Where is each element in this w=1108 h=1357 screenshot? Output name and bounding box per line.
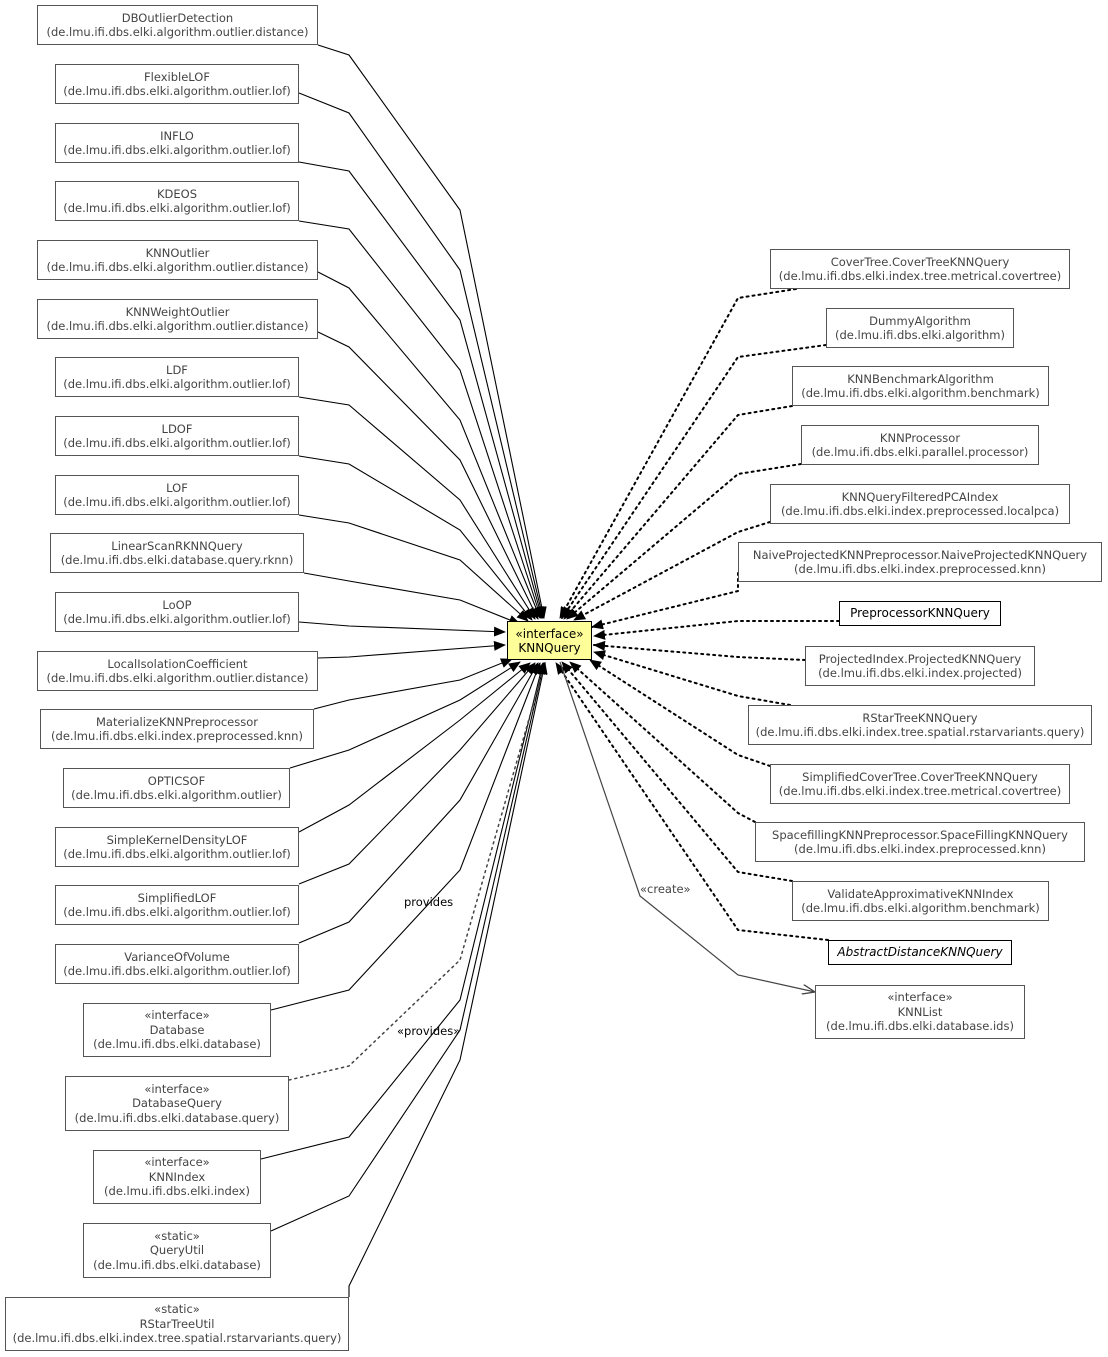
class-spacefillingknnquery[interactable]: SpacefillingKNNPreprocessor.SpaceFilling… xyxy=(755,822,1085,862)
uses-edge-7 xyxy=(298,455,533,621)
interface-database[interactable]: «interface»Database(de.lmu.ifi.dbs.elki.… xyxy=(83,1003,271,1057)
interface-knnlist[interactable]: «interface»KNNList(de.lmu.ifi.dbs.elki.d… xyxy=(815,985,1025,1039)
class-kdeos[interactable]: KDEOS(de.lmu.ifi.dbs.elki.algorithm.outl… xyxy=(55,181,299,221)
class-lof[interactable]: LOF(de.lmu.ifi.dbs.elki.algorithm.outlie… xyxy=(55,475,299,515)
implements-edge-7 xyxy=(593,640,806,661)
implements-edge-2 xyxy=(563,405,793,620)
class-materializeknnpreprocessor[interactable]: MaterializeKNNPreprocessor(de.lmu.ifi.db… xyxy=(40,709,314,749)
class-simplifiedlof[interactable]: SimplifiedLOF(de.lmu.ifi.dbs.elki.algori… xyxy=(55,885,299,925)
uses-edge-11 xyxy=(317,640,506,659)
class-ldof[interactable]: LDOF(de.lmu.ifi.dbs.elki.algorithm.outli… xyxy=(55,416,299,456)
class-knnprocessor[interactable]: KNNProcessor(de.lmu.ifi.dbs.elki.paralle… xyxy=(801,425,1039,465)
implements-edge-5 xyxy=(591,572,739,630)
uses-edge-9 xyxy=(303,572,521,625)
class-queryutil[interactable]: «static»QueryUtil(de.lmu.ifi.dbs.elki.da… xyxy=(83,1223,271,1278)
class-ldf[interactable]: LDF(de.lmu.ifi.dbs.elki.algorithm.outlie… xyxy=(55,357,299,397)
uses-edge-5 xyxy=(317,331,539,620)
class-simplifiedcovertree-covertreeknnquery[interactable]: SimplifiedCoverTree.CoverTreeKNNQuery(de… xyxy=(770,764,1070,804)
edge-label-create: «create» xyxy=(640,882,691,896)
implements-edge-4 xyxy=(573,521,771,621)
create-edge xyxy=(559,661,815,992)
uses-edge-19 xyxy=(270,662,547,1232)
class-knnweightoutlier[interactable]: KNNWeightOutlier(de.lmu.ifi.dbs.elki.alg… xyxy=(37,299,318,339)
edge-label-provides-stereotype: «provides» xyxy=(397,1024,461,1038)
class-dboutlierdetection[interactable]: DBOutlierDetection(de.lmu.ifi.dbs.elki.a… xyxy=(37,5,318,45)
uses-edge-4 xyxy=(317,271,541,619)
class-knnoutlier[interactable]: KNNOutlier(de.lmu.ifi.dbs.elki.algorithm… xyxy=(37,240,318,280)
class-naiveprojectedknnquery[interactable]: NaiveProjectedKNNPreprocessor.NaiveProje… xyxy=(738,542,1102,582)
class-dummyalgorithm[interactable]: DummyAlgorithm(de.lmu.ifi.dbs.elki.algor… xyxy=(826,308,1014,348)
implements-edge-12 xyxy=(555,662,829,941)
implements-edge-1 xyxy=(561,344,827,619)
uses-edge-10 xyxy=(298,621,506,637)
class-linearscanrknnquery[interactable]: LinearScanRKNNQuery(de.lmu.ifi.dbs.elki.… xyxy=(50,533,304,573)
class-preprocessorknnquery[interactable]: PreprocessorKNNQuery xyxy=(839,601,1001,626)
interface-knnquery[interactable]: «interface»KNNQuery xyxy=(507,621,592,660)
implements-edge-6 xyxy=(593,620,840,640)
class-covertree-covertreeknnquery[interactable]: CoverTree.CoverTreeKNNQuery(de.lmu.ifi.d… xyxy=(770,249,1070,289)
class-rstartreeknnquery[interactable]: RStarTreeKNNQuery(de.lmu.ifi.dbs.elki.in… xyxy=(748,705,1092,745)
class-rstartreeutil[interactable]: «static»RStarTreeUtil(de.lmu.ifi.dbs.elk… xyxy=(5,1297,349,1351)
uses-edge-15 xyxy=(298,662,536,885)
class-inflo[interactable]: INFLO(de.lmu.ifi.dbs.elki.algorithm.outl… xyxy=(55,123,299,163)
uses-edge-17 xyxy=(270,662,541,1011)
class-localisolationcoefficient[interactable]: LocalIsolationCoefficient(de.lmu.ifi.dbs… xyxy=(37,651,318,691)
interface-knnindex[interactable]: «interface»KNNIndex(de.lmu.ifi.dbs.elki.… xyxy=(93,1150,261,1204)
class-validateapproximativeknnindex[interactable]: ValidateApproximativeKNNIndex(de.lmu.ifi… xyxy=(792,881,1049,921)
uses-edge-0 xyxy=(317,44,547,619)
class-opticsof[interactable]: OPTICSOF(de.lmu.ifi.dbs.elki.algorithm.o… xyxy=(63,768,290,808)
implements-edge-11 xyxy=(561,661,793,882)
implements-edge-9 xyxy=(589,659,771,767)
provides-edge xyxy=(288,662,547,1081)
uses-edge-12 xyxy=(313,658,513,710)
implements-edge-10 xyxy=(569,661,756,823)
interface-databasequery[interactable]: «interface»DatabaseQuery(de.lmu.ifi.dbs.… xyxy=(65,1076,289,1131)
class-knnqueryfilteredpcaindex[interactable]: KNNQueryFilteredPCAIndex(de.lmu.ifi.dbs.… xyxy=(770,484,1070,524)
class-loop[interactable]: LoOP(de.lmu.ifi.dbs.elki.algorithm.outli… xyxy=(55,592,299,632)
uses-edge-16 xyxy=(298,662,539,944)
implements-edge-8 xyxy=(593,650,791,706)
edge-label-provides: provides xyxy=(404,895,454,909)
uses-edge-1 xyxy=(298,92,546,619)
class-varianceofvolume[interactable]: VarianceOfVolume(de.lmu.ifi.dbs.elki.alg… xyxy=(55,944,299,984)
class-flexiblelof[interactable]: FlexibleLOF(de.lmu.ifi.dbs.elki.algorith… xyxy=(55,64,299,104)
uses-edge-20 xyxy=(348,662,548,1297)
uses-edge-8 xyxy=(298,514,529,622)
uses-edge-18 xyxy=(260,662,546,1160)
uses-edge-2 xyxy=(298,161,544,619)
class-simplekerneldensitylof[interactable]: SimpleKernelDensityLOF(de.lmu.ifi.dbs.el… xyxy=(55,827,299,867)
uses-edge-13 xyxy=(289,661,521,769)
implements-edge-0 xyxy=(559,288,797,619)
class-knnbenchmarkalgorithm[interactable]: KNNBenchmarkAlgorithm(de.lmu.ifi.dbs.elk… xyxy=(792,366,1049,406)
class-abstractdistanceknnquery[interactable]: AbstractDistanceKNNQuery xyxy=(828,940,1012,965)
uses-edge-14 xyxy=(298,662,531,833)
uses-edge-3 xyxy=(298,220,543,619)
class-projectedknnquery[interactable]: ProjectedIndex.ProjectedKNNQuery(de.lmu.… xyxy=(805,646,1035,686)
uses-edge-6 xyxy=(298,396,536,620)
